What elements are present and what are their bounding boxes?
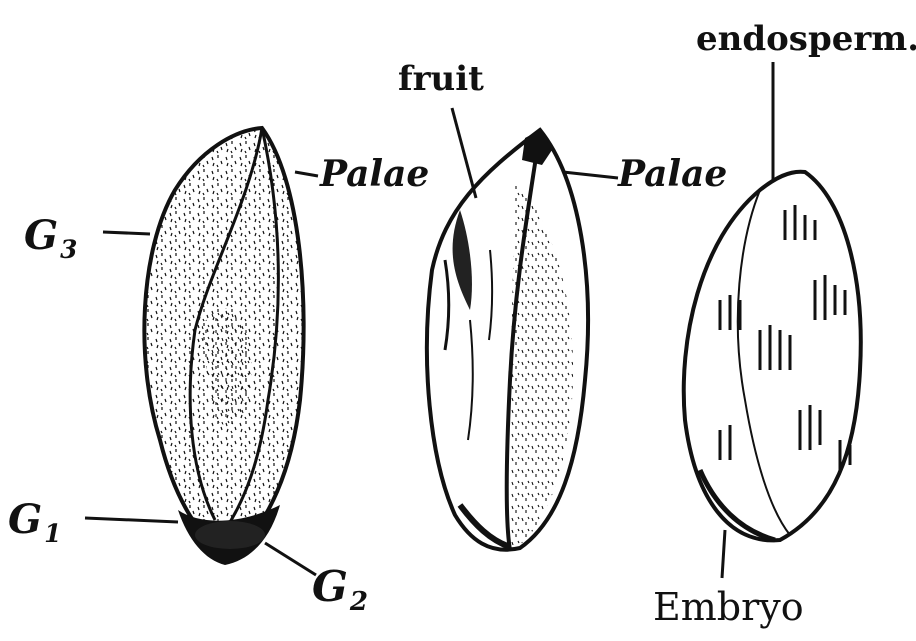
label-g2-main: G [312, 562, 348, 611]
label-g1: G1 [8, 500, 61, 546]
leader-fruit [452, 108, 476, 198]
leader-palae-right [563, 172, 618, 178]
leader-palae-left [295, 172, 318, 176]
label-g3-sub: 3 [60, 235, 77, 264]
label-g3: G3 [24, 216, 77, 262]
label-palae-right: Palae [618, 156, 727, 192]
leader-embryo [722, 530, 725, 578]
label-g2-sub: 2 [350, 587, 368, 617]
label-endosperm: endosperm. [696, 22, 916, 56]
label-g3-main: G [24, 212, 58, 259]
fruit-with-palae [427, 130, 588, 550]
spikelet-left [144, 128, 303, 565]
caryopsis-right [684, 172, 861, 541]
label-g2: G2 [312, 566, 368, 615]
label-fruit: fruit [398, 62, 484, 96]
leader-g3 [103, 232, 150, 234]
label-embryo: Embryo [653, 588, 804, 626]
leader-g1 [85, 518, 178, 522]
label-g1-sub: 1 [44, 519, 61, 548]
label-g1-main: G [8, 496, 42, 543]
leader-g2 [265, 543, 316, 575]
label-palae-left: Palae [320, 156, 429, 192]
